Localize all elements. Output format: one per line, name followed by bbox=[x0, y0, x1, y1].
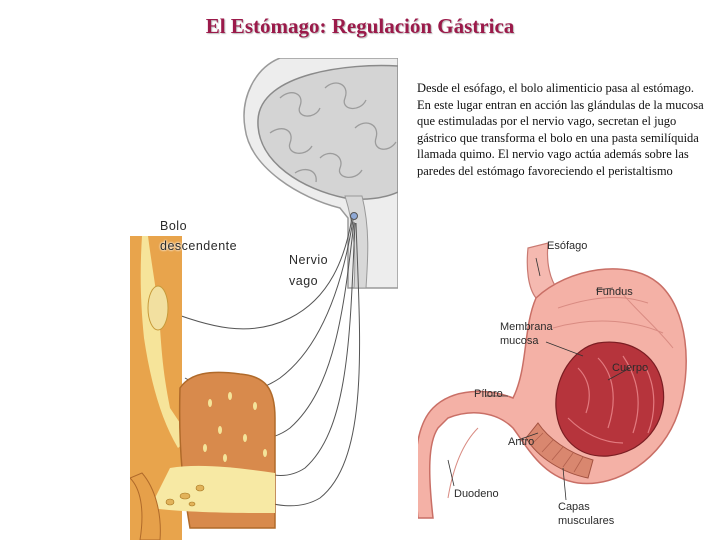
label-piloro: Píloro bbox=[474, 388, 503, 400]
label-esofago: Esófago bbox=[547, 240, 587, 252]
label-mucosa: mucosa bbox=[500, 335, 539, 347]
label-vago: vago bbox=[289, 274, 318, 288]
label-nervio: Nervio bbox=[289, 253, 328, 267]
label-descendente: descendente bbox=[160, 239, 237, 253]
label-membrana: Membrana bbox=[500, 321, 553, 333]
stomach-lumen bbox=[150, 466, 275, 513]
slide-title: El Estómago: Regulación Gástrica bbox=[0, 14, 720, 39]
vagus-nerve-illustration bbox=[130, 58, 398, 540]
label-bolo: Bolo bbox=[160, 219, 187, 233]
label-capas: Capas bbox=[558, 501, 590, 513]
food-bolus bbox=[148, 286, 168, 330]
slide-description: Desde el esófago, el bolo alimenticio pa… bbox=[417, 80, 707, 180]
label-duodeno: Duodeno bbox=[454, 488, 499, 500]
label-cuerpo: Cuerpo bbox=[612, 362, 648, 374]
label-fundus: Fundus bbox=[596, 286, 633, 298]
label-antro: Antro bbox=[508, 436, 534, 448]
label-musculares: musculares bbox=[558, 515, 614, 527]
